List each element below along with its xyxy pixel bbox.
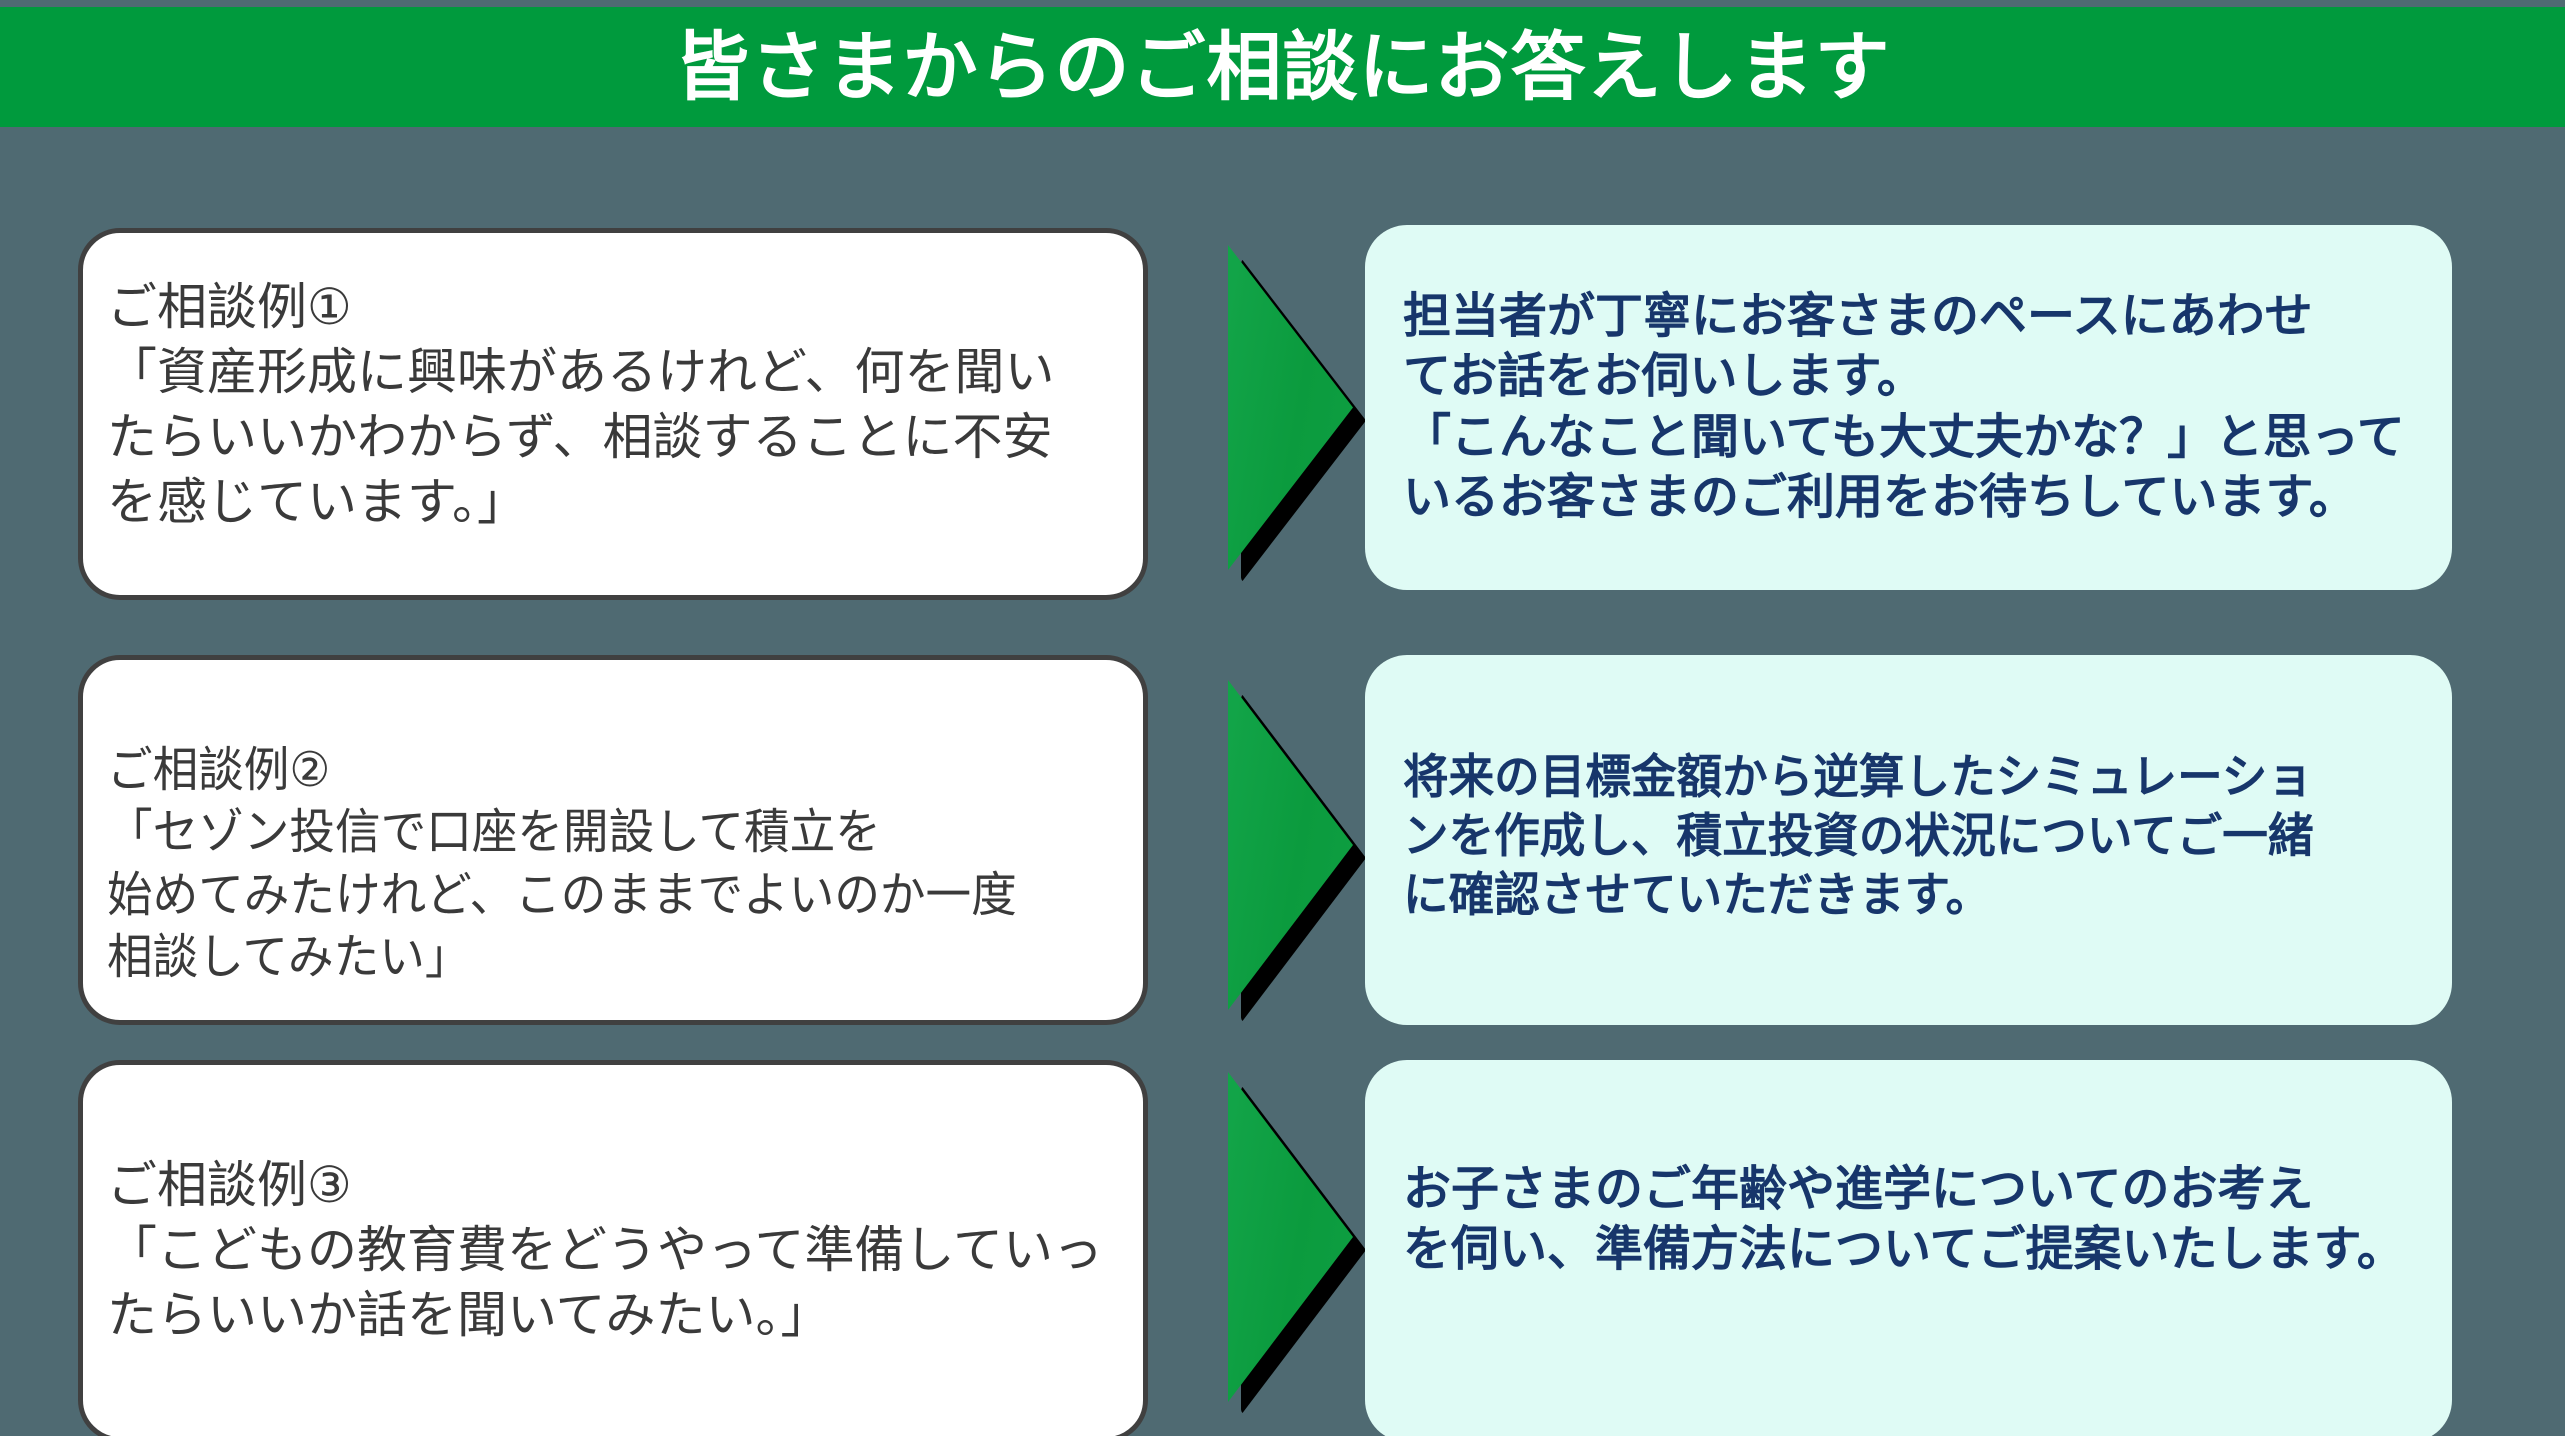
answer-text-2: 将来の目標金額から逆算したシミュレーショ ンを作成し、積立投資の状況についてご一… — [1403, 750, 2314, 922]
answer-text-3: お子さまのご年齢や進学についてのお考え を伺い、準備方法についてご提案いたします… — [1403, 1163, 2405, 1277]
question-card-2: ご相談例② 「セゾン投信で口座を開設して積立を 始めてみたけれど、このままでよい… — [78, 655, 1148, 1025]
arrow-body-2 — [1228, 680, 1353, 1010]
title-banner: 皆さまからのご相談にお答えします — [0, 7, 2565, 127]
question-card-3: ご相談例③ 「こどもの教育費をどうやって準備していっ たらいいか話を聞いてみたい… — [78, 1060, 1148, 1436]
arrow-body-1 — [1228, 245, 1353, 570]
arrow-body-3 — [1228, 1072, 1353, 1402]
right-arrow-icon-2 — [1228, 680, 1366, 1023]
slide-title: 皆さまからのご相談にお答えします — [674, 24, 1891, 109]
question-card-1: ご相談例① 「資産形成に興味があるけれど、何を聞い たらいいかわからず、相談する… — [78, 228, 1148, 600]
right-arrow-icon-1 — [1228, 245, 1366, 583]
answer-text-1: 担当者が丁寧にお客さまのペースにあわせ てお話をお伺いします。 「こんなこと聞い… — [1403, 290, 2405, 525]
question-text-1: ご相談例① 「資産形成に興味があるけれど、何を聞い たらいいかわからず、相談する… — [107, 279, 1055, 530]
answer-card-2: 将来の目標金額から逆算したシミュレーショ ンを作成し、積立投資の状況についてご一… — [1365, 655, 2452, 1025]
question-text-3: ご相談例③ 「こどもの教育費をどうやって準備していっ たらいいか話を聞いてみたい… — [107, 1157, 1103, 1343]
answer-card-1: 担当者が丁寧にお客さまのペースにあわせ てお話をお伺いします。 「こんなこと聞い… — [1365, 225, 2452, 590]
question-text-2: ご相談例② 「セゾン投信で口座を開設して積立を 始めてみたけれど、このままでよい… — [107, 744, 1017, 985]
right-arrow-icon-3 — [1228, 1072, 1366, 1415]
answer-card-3: お子さまのご年齢や進学についてのお考え を伺い、準備方法についてご提案いたします… — [1365, 1060, 2452, 1436]
